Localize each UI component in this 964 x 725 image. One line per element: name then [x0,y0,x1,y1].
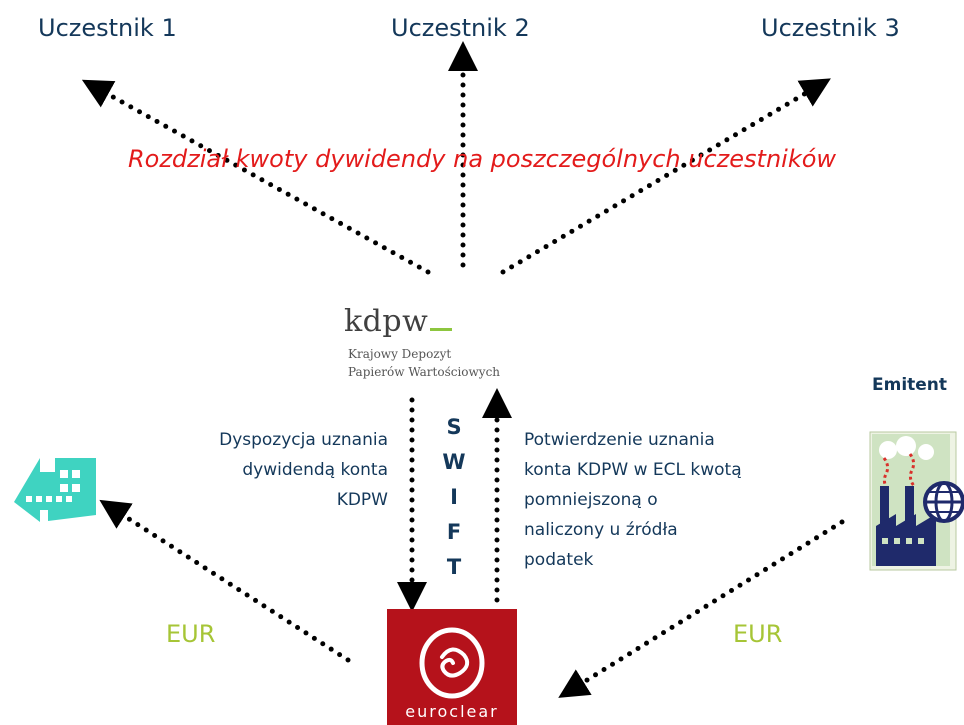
participant-1-label: Uczestnik 1 [38,14,177,42]
arrow-to-uczestnik-1 [81,79,431,275]
participant-3-label: Uczestnik 3 [761,14,900,42]
arrow-emitent-to-euroclear [558,519,845,698]
swift-letter: S [446,415,462,439]
left-note: Dyspozycja uznania dywidendą konta KDPW [219,425,388,515]
factory-globe-icon [869,431,964,571]
euroclear-logo-text: euroclear [405,702,498,721]
kdpw-name-line-1: Krajowy Depozyt [348,347,452,361]
right-note-line: pomniejszoną o [524,490,658,510]
right-note-line: Potwierdzenie uznania [524,430,715,450]
left-note-line: Dyspozycja uznania [219,430,388,450]
arrow-euroclear-to-bank [99,499,351,663]
left-note-line: dywidendą konta [242,460,388,480]
arrow-to-uczestnik-3 [500,78,831,275]
right-note-line: konta KDPW w ECL kwotą [524,460,742,480]
globe-icon [923,481,964,523]
kdpw-logo: kdpw Krajowy Depozyt Papierów Wartościow… [344,305,564,381]
eur-right-label: EUR [733,620,783,648]
swift-letter: F [446,520,462,544]
kdpw-logo-wordmark: kdpw [344,304,429,339]
emitent-label: Emitent [872,375,948,395]
kdpw-name-line-2: Papierów Wartościowych [348,365,501,379]
swift-letter: W [442,450,466,474]
distribution-label: Rozdział kwoty dywidendy na poszczególny… [127,145,837,173]
right-note: Potwierdzenie uznania konta KDPW w ECL k… [524,425,742,575]
kdpw-logo-bar [430,328,453,331]
left-note-line: KDPW [336,490,388,510]
swift-letter: T [446,555,462,579]
eur-left-label: EUR [166,620,216,648]
bank-building-icon [14,458,96,522]
right-note-line: naliczony u źródła [524,520,678,540]
right-note-line: podatek [524,550,594,570]
swift-letter: I [450,485,458,509]
participant-2-label: Uczestnik 2 [391,14,530,42]
swift-label: S W I F T [442,410,466,585]
euroclear-logo: euroclear [387,609,517,725]
